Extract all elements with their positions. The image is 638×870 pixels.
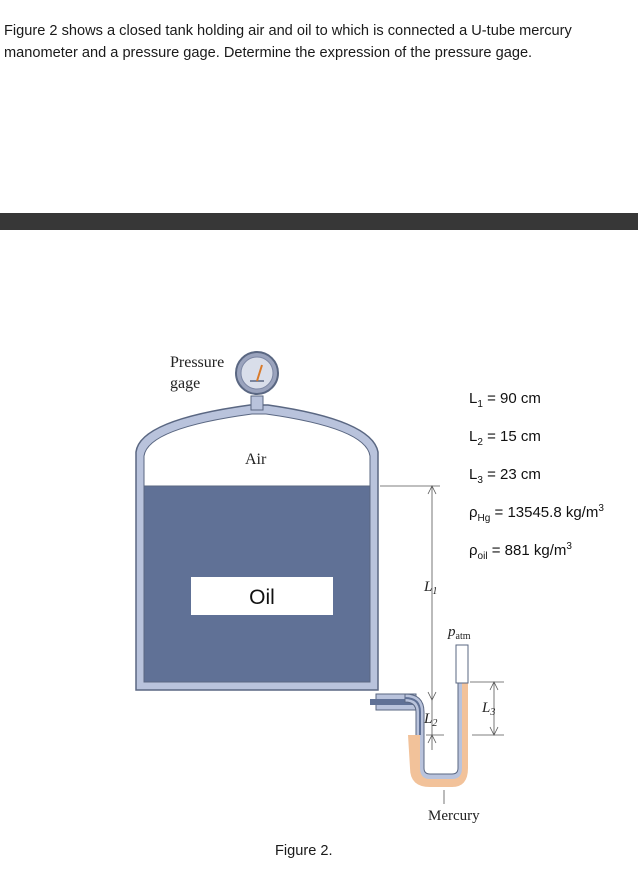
oil-label: Oil [249,586,275,609]
gage-needle [256,364,263,382]
l3-arrow-bottom [489,726,499,736]
given-l3: L3 = 23 cm [469,466,541,486]
divider-bar [0,213,638,230]
l2-arrow [427,734,437,744]
l1-label: L1 [423,579,437,597]
pressure-gage-label-line2: gage [170,375,200,392]
given-rho-hg: ρHg = 13545.8 kg/m3 [469,503,604,524]
given-l1: L1 = 90 cm [469,390,541,410]
oil-label-box [191,577,333,615]
figure-caption: Figure 2. [275,843,333,859]
l3-label: L3 [481,700,495,718]
l1-arrow-top [427,485,437,495]
mercury-column [408,682,468,787]
gage-stem [250,395,264,411]
p-atm-label: patm [447,624,471,642]
outlet-pipe-oil [370,699,414,705]
air-label: Air [245,451,267,468]
u-tube-open-end [455,644,469,684]
l3-arrow-top [489,681,499,691]
air-region [143,413,371,487]
u-tube-oil [405,697,421,735]
l2-label: L2 [423,711,437,729]
mercury-label: Mercury [428,808,480,824]
given-rho-oil: ρoil = 881 kg/m3 [469,541,572,562]
pressure-gage-label-line1: Pressure [170,354,224,371]
problem-statement: Figure 2 shows a closed tank holding air… [4,23,572,61]
given-l2: L2 = 15 cm [469,428,541,448]
gage-face [240,356,274,390]
